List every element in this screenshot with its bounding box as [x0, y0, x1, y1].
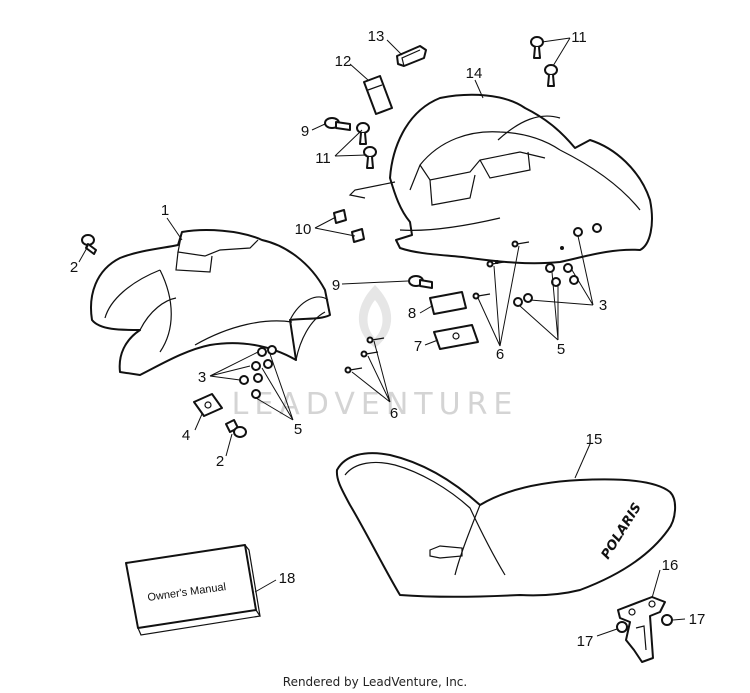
plate-7 — [433, 324, 479, 350]
rivet-11-top — [530, 36, 558, 87]
fastener-2-bottom — [225, 419, 247, 438]
retainer-4 — [193, 393, 223, 417]
rear-fender — [348, 93, 653, 265]
screws-6-front — [344, 336, 385, 374]
callout-12: 12 — [335, 53, 352, 70]
rivet-11-left — [356, 122, 377, 169]
callout-13: 13 — [368, 28, 385, 45]
nuts-17 — [616, 614, 673, 633]
callout-7: 7 — [414, 338, 422, 355]
callout-8: 8 — [408, 305, 416, 322]
owners-manual: Owner's Manual — [125, 544, 262, 636]
callout-4: 4 — [182, 427, 190, 444]
callout-14: 14 — [466, 65, 483, 82]
callout-6-front: 6 — [390, 405, 398, 422]
callout-5-rear: 5 — [557, 341, 565, 358]
front-fender — [90, 229, 331, 376]
callout-2-bottom: 2 — [216, 453, 224, 470]
callout-18: 18 — [279, 570, 296, 587]
callout-1: 1 — [161, 202, 169, 219]
callout-17-right: 17 — [689, 611, 706, 628]
screw-9-top — [324, 117, 351, 131]
callout-11-top: 11 — [571, 29, 587, 46]
callout-17-left: 17 — [577, 633, 594, 650]
seat-latch-bracket — [617, 596, 666, 663]
seat: POLARIS — [335, 452, 676, 598]
footer-credit: Rendered by LeadVenture, Inc. — [282, 675, 468, 689]
pad-8 — [429, 291, 467, 315]
screw-9-mid — [408, 275, 433, 289]
clip-10 — [333, 209, 365, 243]
callout-16: 16 — [662, 557, 679, 574]
watermark-logo — [358, 285, 392, 348]
watermark-text: LEADVENTURE — [232, 387, 519, 422]
fastener-2-top — [81, 234, 97, 255]
latch-13 — [396, 45, 427, 67]
leader-lines — [78, 37, 686, 637]
callout-2-top: 2 — [70, 259, 78, 276]
callout-10: 10 — [295, 221, 312, 238]
callout-9-top: 9 — [301, 123, 309, 140]
callout-9-mid: 9 — [332, 277, 340, 294]
callout-11-left: 11 — [315, 150, 331, 167]
screws-6-rear — [472, 240, 530, 300]
washers-rear — [513, 223, 602, 307]
callout-3-front: 3 — [198, 369, 206, 386]
callout-labels: 1 2 3 4 2 5 6 7 8 9 10 9 11 12 13 14 11 … — [70, 28, 706, 650]
callout-15: 15 — [586, 431, 603, 448]
callout-5-front: 5 — [294, 421, 302, 438]
callout-3-rear: 3 — [599, 297, 607, 314]
callout-6-rear: 6 — [496, 346, 504, 363]
strap-12 — [363, 75, 393, 115]
